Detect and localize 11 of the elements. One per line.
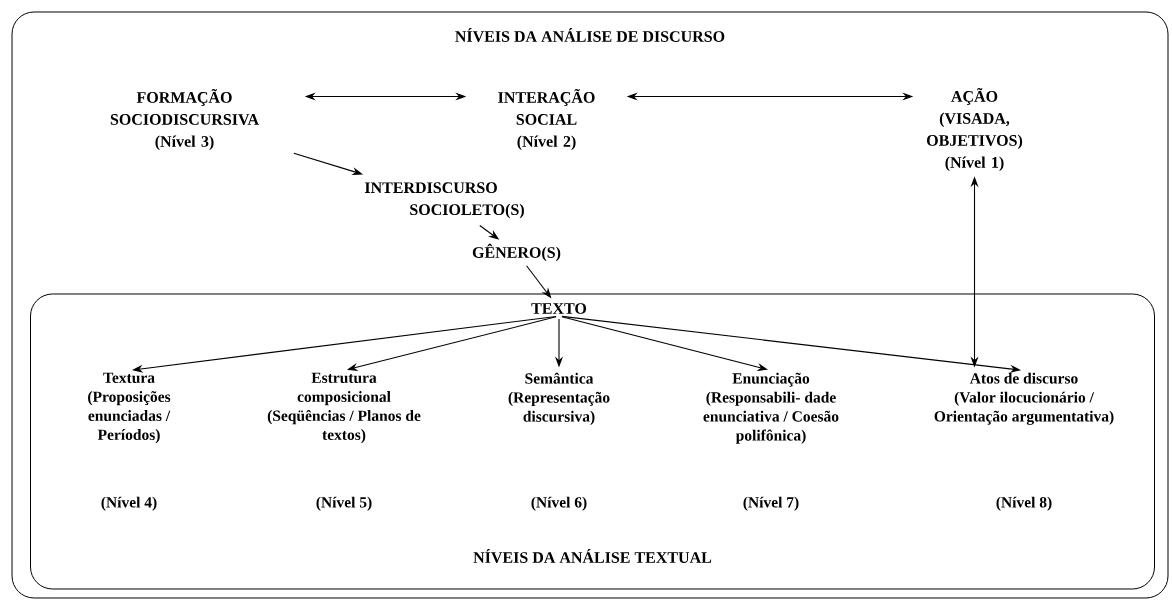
level-label: FORMAÇÃO SOCIODISCURSIVA (Nível 3) bbox=[110, 88, 259, 151]
level-label: INTERDISCURSO SOCIOLETO(S) bbox=[364, 182, 524, 219]
level-label: Estrutura composicional (Seqüências / Planos de textos) (Nível 5) bbox=[267, 372, 421, 511]
level-label: Semântica (Representação discursiva) (Nível 6) bbox=[508, 372, 610, 511]
level-label: GÊNERO(S) bbox=[472, 243, 561, 262]
level-label: INTERAÇÃO SOCIAL (Nível 2) bbox=[498, 88, 595, 151]
level-label: Enunciação (Responsabili- dade enunciativa / Coesão polifônica) (Nível 7) bbox=[703, 372, 839, 511]
level-label: AÇÃO (VISADA, OBJETIVOS) (Nível 1) bbox=[927, 87, 1023, 172]
level-label: Atos de discurso (Valor ilocucionário / Orientação argumentativa) (Nível 8) bbox=[934, 372, 1114, 511]
level-label: TEXTO bbox=[531, 303, 587, 314]
level-label: Textura (Proposições enunciadas / Períodos) (Nível 4) bbox=[88, 372, 171, 511]
